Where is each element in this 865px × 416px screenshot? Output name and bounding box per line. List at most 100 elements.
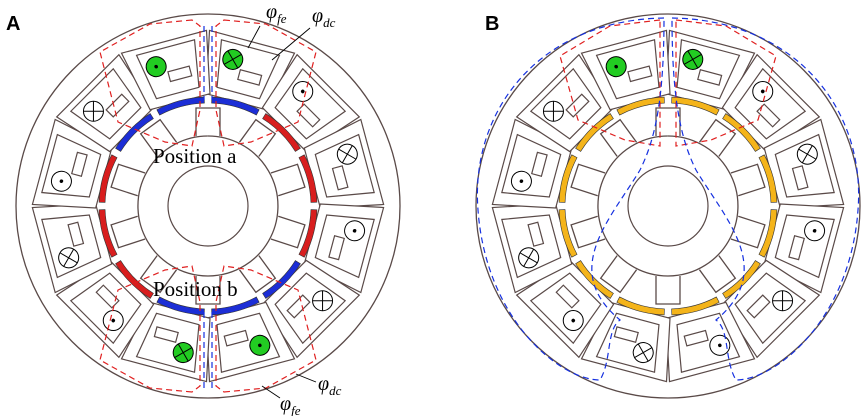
rotor-tooth-outline [139, 255, 178, 294]
stator-module [303, 203, 385, 294]
coil-cross-symbol [772, 290, 793, 311]
stator-slot [595, 39, 660, 100]
rotor-tooth [139, 118, 178, 157]
stator-module [580, 29, 671, 111]
flux-fe-top-label: φfe [266, 1, 287, 26]
rotor-body [597, 135, 739, 277]
permanent-magnet [575, 260, 614, 299]
coil-dot-symbol [300, 89, 305, 94]
coil-side-rect [296, 103, 321, 128]
coil-side-rect [527, 221, 545, 247]
stator-slot [501, 214, 562, 279]
coil-side-rect [71, 151, 88, 177]
permanent-magnet [211, 296, 260, 316]
coil-dot-symbol [614, 64, 618, 69]
coil-side-rect [791, 165, 809, 191]
stator-slot [676, 312, 741, 373]
coil-dot-symbol [258, 343, 262, 348]
rotor-body [137, 135, 279, 277]
permanent-magnet [298, 209, 318, 258]
coil-cross-symbol [634, 343, 653, 362]
permanent-magnet [211, 96, 260, 116]
coil-side-rect [95, 284, 120, 309]
panel-a: A Position a Position b φfe φdc φdc φfe [6, 1, 401, 416]
rotor-tooth-outline [730, 215, 766, 249]
coil-side-rect [67, 221, 85, 247]
flux-dc-path-left [476, 17, 665, 381]
coil-side-rect [746, 294, 771, 319]
stator-slot [135, 39, 200, 100]
panel-a-flux-paths [99, 19, 317, 393]
panel-a-rotor [110, 107, 306, 305]
panel-b: B [475, 13, 861, 399]
coil-cross-symbol [223, 50, 242, 69]
stator-slot [274, 67, 347, 140]
permanent-magnet [298, 154, 318, 203]
stator-module [665, 29, 756, 111]
panel-a-magnets [98, 96, 318, 316]
rotor-tooth-outline [570, 215, 606, 249]
stator-module [303, 118, 385, 209]
coil-dot-symbol [812, 228, 817, 233]
flux-fe-path-top-right [215, 19, 317, 147]
stator-slot [774, 133, 835, 198]
coil-side-rect [788, 235, 805, 261]
rotor-tooth [195, 107, 221, 136]
position-b-label: Position b [153, 277, 238, 301]
rotor-tooth [270, 215, 306, 249]
permanent-magnet [156, 296, 205, 316]
permanent-magnet [262, 113, 301, 152]
coil-side-rect [286, 294, 311, 319]
stator-slot [734, 67, 807, 140]
panel-a-stator [15, 13, 401, 399]
stator-outer-circle [15, 13, 401, 399]
stator-module [515, 53, 615, 153]
rotor-tooth [570, 215, 606, 249]
rotor-tooth [110, 215, 146, 249]
permanent-magnet [558, 209, 578, 258]
panel-b-flux-paths [476, 17, 860, 381]
coil-dot-symbol [154, 64, 158, 69]
panel-b-label: B [485, 13, 499, 35]
coil-side-rect [167, 65, 193, 83]
flux-dc-path-top [203, 26, 213, 100]
stator-module [491, 203, 573, 294]
flux-fe-bottom-leader [261, 385, 281, 399]
rotor-tooth [238, 255, 277, 294]
rotor-tooth-outline [195, 276, 221, 305]
rotor-tooth [270, 163, 306, 197]
rotor-tooth-outline [730, 163, 766, 197]
coil-dot-symbol [352, 228, 357, 233]
coil-cross-symbol [174, 343, 193, 362]
flux-dc-top-leader [271, 27, 311, 61]
stator-slot [314, 133, 375, 198]
permanent-magnet [156, 96, 205, 116]
stator-module [31, 118, 113, 209]
rotor-tooth-outline [139, 118, 178, 157]
permanent-magnet [671, 296, 720, 316]
coil-dot-symbol [718, 343, 722, 348]
rotor-tooth [570, 163, 606, 197]
permanent-magnet [115, 260, 154, 299]
rotor-tooth-outline [238, 118, 277, 157]
flux-fe-path-top-left [99, 19, 201, 147]
stator-slot [69, 272, 142, 345]
shaft [627, 165, 709, 247]
flux-dc-path-bottom [203, 312, 213, 388]
rotor-tooth [698, 118, 737, 157]
coil-side-rect [756, 103, 781, 128]
rotor-tooth-outline [195, 107, 221, 136]
stator-module [580, 301, 671, 383]
stator-slot [69, 67, 142, 140]
flux-dc-bottom-leader [295, 373, 317, 383]
flux-fe-top-leader [247, 25, 261, 49]
rotor-tooth-outline [238, 255, 277, 294]
rotor-tooth [238, 118, 277, 157]
stator-module [120, 29, 211, 111]
stator-module [31, 203, 113, 294]
coil-side-rect [613, 326, 639, 343]
flux-fe-path-bottom-right [215, 265, 317, 393]
coil-side-rect [627, 65, 653, 83]
permanent-magnet [558, 154, 578, 203]
